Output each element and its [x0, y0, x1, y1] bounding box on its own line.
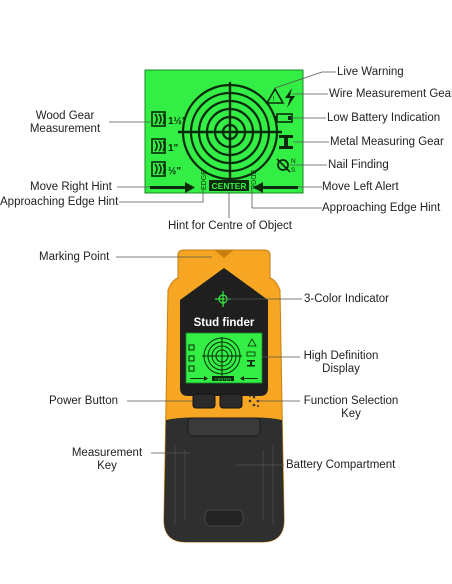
mini-center-tag: CENTER [215, 377, 232, 382]
callout-wood-gear-line1: Wood Gear [35, 110, 95, 122]
callout-move-left: Move Left Alert [322, 181, 399, 193]
callout-edge-right: Approaching Edge Hint [322, 202, 441, 214]
lcd-leader-lines [109, 71, 336, 218]
arrow-left-icon [253, 182, 298, 193]
nail-n-label: N [291, 158, 296, 165]
wood-icon [151, 161, 166, 177]
edge-right-label: EDGE [249, 170, 256, 190]
arrow-right-icon [150, 182, 195, 193]
wood-fraction-3: ½" [168, 166, 181, 177]
callout-power-button: Power Button [49, 395, 119, 407]
lcd-display-large: 1½" 1" ½" ! N S CENTER EDGE [144, 69, 304, 194]
lightning-icon [285, 88, 295, 108]
callout-measurement: Measurement Key [64, 447, 150, 473]
callout-function: Function Selection Key [296, 395, 406, 421]
power-button[interactable] [192, 393, 216, 409]
edge-left-label: EDGE [201, 170, 208, 190]
callout-measurement-line1: Measurement [71, 447, 143, 459]
callout-wood-gear-line2: Measurement [29, 123, 101, 135]
callout-three-color: 3-Color Indicator [304, 293, 390, 305]
callout-wire-gear: Wire Measurement Gear [329, 88, 452, 100]
callout-function-line1: Function Selection [303, 395, 399, 407]
callout-function-line2: Key [341, 408, 361, 420]
callout-nail-finding: Nail Finding [328, 159, 389, 171]
callout-edge-left: Approaching Edge Hint [0, 196, 119, 208]
warning-triangle-icon: ! [265, 87, 285, 104]
wood-icon [151, 138, 166, 154]
target-rings [178, 82, 282, 182]
nail-s-label: S [291, 167, 296, 174]
callout-high-def-line1: High Definition [303, 350, 379, 362]
center-tag: CENTER [212, 181, 247, 191]
wood-fraction-2: 1" [168, 143, 179, 154]
measurement-button[interactable] [187, 417, 261, 437]
callout-centre: Hint for Centre of Object [168, 220, 292, 232]
svg-text:!: ! [273, 96, 275, 103]
device-leader-lines [116, 256, 302, 466]
callout-marking-point: Marking Point [39, 251, 110, 263]
wood-fraction-1: 1½" [168, 116, 187, 127]
nail-finding-icon [276, 158, 291, 173]
wood-gear-icons [151, 111, 166, 177]
callout-wood-gear: Wood Gear Measurement [22, 110, 108, 136]
callout-low-battery: Low Battery Indication [327, 112, 441, 124]
brand-label: Stud finder [194, 317, 255, 329]
function-selection-button[interactable] [219, 393, 243, 409]
wood-icon [151, 111, 166, 127]
callout-move-right: Move Right Hint [30, 181, 112, 193]
callout-metal-gear: Metal Measuring Gear [330, 136, 444, 148]
stud-finder-device: Stud finder CENTER [163, 249, 285, 543]
callout-high-def-line2: Display [322, 363, 360, 375]
callout-high-def: High Definition Display [296, 350, 386, 376]
callout-battery: Battery Compartment [286, 459, 396, 471]
callout-measurement-line2: Key [97, 460, 117, 472]
callout-live-warning: Live Warning [337, 66, 404, 78]
metal-beam-icon [279, 135, 293, 149]
